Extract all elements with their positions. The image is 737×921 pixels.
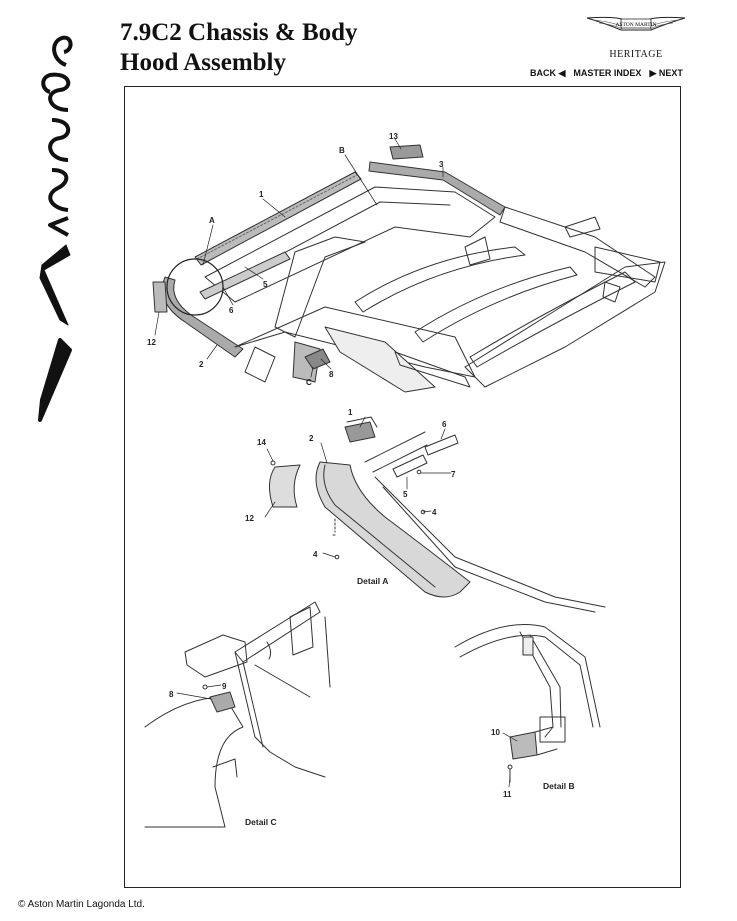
label-6: 6 (229, 306, 234, 315)
detail-c-view (144, 601, 331, 828)
label-a: A (209, 216, 215, 225)
detail-c-label-8: 8 (169, 690, 174, 699)
label-1: 1 (259, 190, 264, 199)
brand-subtitle: HERITAGE (609, 49, 663, 60)
wings-icon: ASTON MARTIN (586, 16, 686, 31)
main-assembly-view (152, 144, 666, 393)
page-navigation: BACK ◀ MASTER INDEX ▶ NEXT (530, 68, 683, 79)
detail-c-label-9: 9 (222, 682, 227, 691)
hood-assembly-diagram: 13 B 3 1 A 5 6 12 2 C 8 1 2 6 14 7 5 4 1… (144, 132, 666, 828)
label-5: 5 (263, 280, 268, 289)
copyright-footer: © Aston Martin Lagonda Ltd. (18, 899, 145, 910)
master-index-link[interactable]: MASTER INDEX (573, 68, 642, 78)
label-2: 2 (199, 360, 204, 369)
detail-a-caption: Detail A (357, 576, 388, 586)
detail-a-label-1: 1 (348, 408, 353, 417)
label-b: B (339, 146, 345, 155)
detail-a-label-4a: 4 (432, 508, 437, 517)
detail-b-label-10: 10 (491, 728, 500, 737)
detail-a-view (269, 416, 606, 613)
virage-logo (38, 35, 73, 422)
label-8: 8 (329, 370, 334, 379)
title-line-1: 7.9C2 Chassis & Body (120, 19, 358, 46)
detail-a-label-4b: 4 (313, 550, 318, 559)
title-line-2: Hood Assembly (120, 49, 287, 76)
detail-a-label-5: 5 (403, 490, 408, 499)
detail-b-caption: Detail B (543, 781, 575, 791)
detail-a-label-14: 14 (257, 438, 266, 447)
brand-logo: ASTON MARTIN HERITAGE (585, 10, 687, 60)
detail-a-label-6: 6 (442, 420, 447, 429)
detail-a-label-2: 2 (309, 434, 314, 443)
page-title: 7.9C2 Chassis & Body Hood Assembly (120, 18, 358, 78)
next-link[interactable]: ▶ NEXT (649, 68, 683, 78)
back-link[interactable]: BACK ◀ (530, 68, 566, 78)
brand-badge-text: ASTON MARTIN (616, 22, 657, 28)
label-c: C (306, 378, 312, 387)
detail-b-view (454, 624, 601, 783)
label-12: 12 (147, 338, 156, 347)
label-3: 3 (439, 160, 444, 169)
detail-a-label-7: 7 (451, 470, 456, 479)
detail-b-label-11: 11 (503, 790, 512, 799)
diagram-frame: 13 B 3 1 A 5 6 12 2 C 8 1 2 6 14 7 5 4 1… (124, 86, 681, 888)
label-13: 13 (389, 132, 398, 141)
detail-a-label-12: 12 (245, 514, 254, 523)
detail-c-caption: Detail C (245, 817, 277, 827)
